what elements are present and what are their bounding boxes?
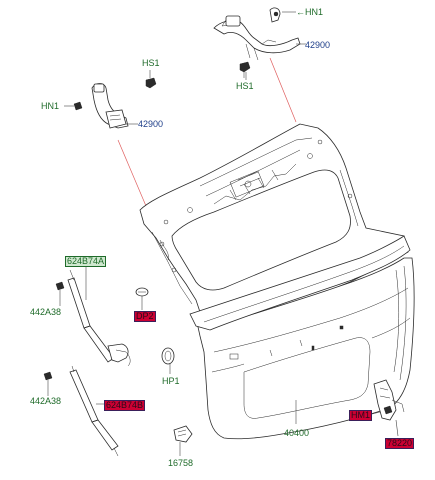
clip-442a38-lower: [43, 371, 53, 396]
callout-40400: 40400: [284, 428, 310, 438]
callout-624b74b: 624B74B: [104, 400, 146, 411]
callout-hm1: HM1: [349, 410, 373, 421]
latch-16758: [173, 425, 193, 456]
bracket-78220: [371, 379, 405, 437]
callout-dp2: DP2: [134, 311, 156, 322]
harness-bracket-left: [73, 77, 157, 129]
callout-hs1-top: HS1: [236, 81, 254, 91]
callout-442a38-lower: 442A38: [30, 396, 62, 406]
arrow-left-icon: ←: [296, 7, 305, 17]
callout-hn1-top: ←HN1: [296, 7, 324, 17]
callout-16758: 16758: [168, 458, 194, 468]
tailgate-outer-panel: [189, 235, 415, 440]
callout-42900-left: 42900: [138, 119, 164, 129]
callout-hp1: HP1: [162, 376, 180, 386]
callout-624b74a: 624B74A: [65, 256, 107, 267]
callout-hn1-left: HN1: [41, 101, 60, 111]
callout-42900-top: 42900: [305, 40, 331, 50]
plug-dp2: [135, 287, 149, 310]
callout-442a38-upper: 442A38: [30, 307, 62, 317]
callout-78220: 78220: [385, 438, 415, 449]
gas-strut-upper: [67, 269, 131, 367]
callout-hs1-left: HS1: [142, 58, 160, 68]
fastener-hs1-top: [239, 61, 251, 78]
clip-442a38-upper: [55, 281, 65, 306]
plug-hp1: [161, 347, 175, 374]
harness-bracket-top: [213, 7, 301, 61]
gas-strut-lower: [69, 365, 119, 457]
